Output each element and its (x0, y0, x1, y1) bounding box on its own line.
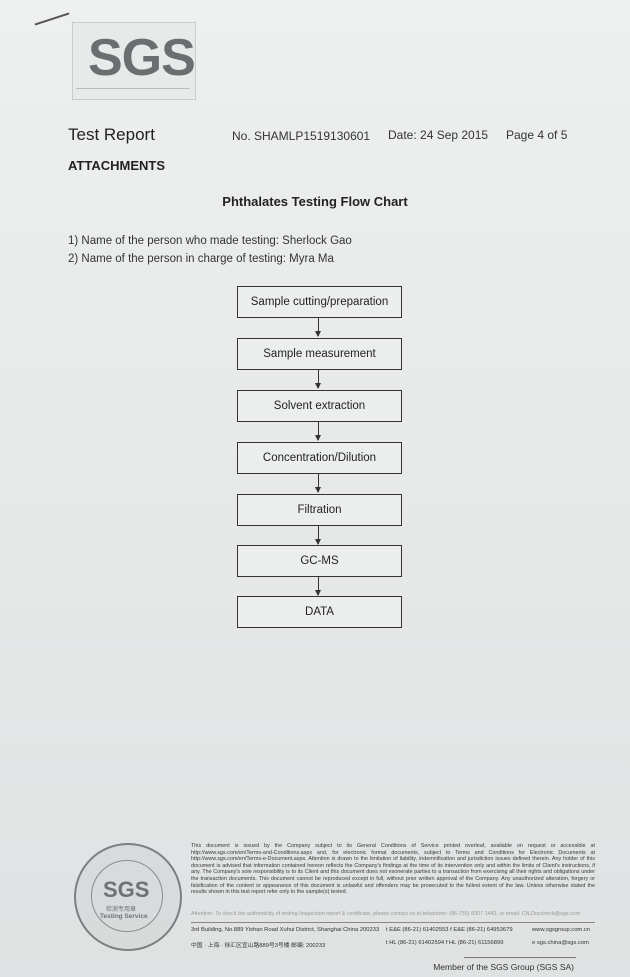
footer-address-en: 3rd Building, No.889 Yishan Road Xuhui D… (191, 927, 380, 933)
section-heading: ATTACHMENTS (68, 158, 166, 173)
footer-divider (191, 922, 595, 923)
report-title: Test Report (68, 125, 155, 144)
flow-step-filtration: Filtration (237, 494, 402, 526)
footer-disclaimer: This document is issued by the Company s… (191, 843, 595, 896)
flow-arrow (315, 526, 321, 545)
flow-step-concentration: Concentration/Dilution (237, 442, 402, 474)
flow-chart-title: Phthalates Testing Flow Chart (222, 194, 408, 209)
logo-underline (76, 88, 190, 89)
flow-arrow (315, 474, 321, 493)
member-statement: Member of the SGS Group (SGS SA) (433, 962, 574, 972)
report-number: No. SHAMLP1519130601 (232, 129, 371, 143)
seal-cn-label: 检测专用章 (106, 907, 137, 913)
pen-mark (34, 12, 70, 26)
person-in-charge: 2) Name of the person in charge of testi… (68, 253, 334, 265)
person-tester: 1) Name of the person who made testing: … (68, 235, 352, 247)
footer-address-cn: 中国 · 上海 · 徐汇区宜山路889号3号楼 邮编: 200233 (191, 943, 326, 949)
sgs-logo-box (72, 22, 196, 100)
flow-step-gcms: GC-MS (237, 545, 402, 577)
footer-website: www.sgsgroup.com.cn (532, 927, 590, 933)
seal-en-label: Testing Service (100, 913, 148, 920)
flow-step-measurement: Sample measurement (237, 338, 402, 370)
member-divider (464, 957, 576, 958)
report-date: Date: 24 Sep 2015 (388, 128, 489, 142)
seal-inner-ring (91, 860, 163, 932)
flow-step-extraction: Solvent extraction (237, 390, 402, 422)
footer-phone-cn: t HL (86-21) 61402594 f HL (86-21) 61156… (386, 940, 504, 946)
flow-arrow (315, 318, 321, 337)
flow-step-data: DATA (237, 596, 402, 628)
footer-attention: Attention: To check the authenticity of … (191, 911, 581, 917)
flow-step-cutting: Sample cutting/preparation (237, 286, 402, 318)
sgs-logo: SGS (88, 29, 196, 87)
footer-email: e sgs.china@sgs.com (532, 940, 589, 946)
footer-phone-en: t E&E (86-21) 61402553 f E&E (86-21) 649… (386, 927, 513, 933)
page-number: Page 4 of 5 (506, 128, 568, 142)
flow-arrow (315, 577, 321, 596)
flow-arrow (315, 370, 321, 389)
seal-logo: SGS (103, 877, 150, 902)
flow-arrow (315, 422, 321, 441)
